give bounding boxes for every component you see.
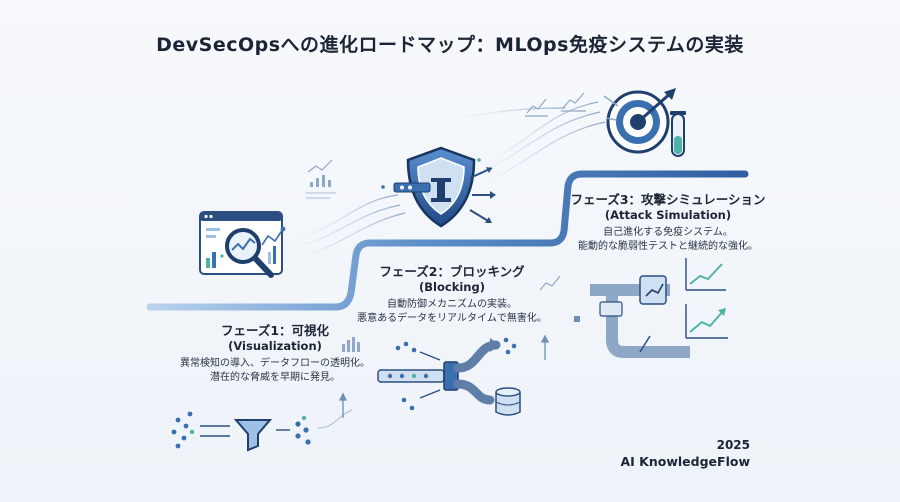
phase-3-desc-line-1: 自己進化する免疫システム。 xyxy=(603,227,733,238)
phase-2-block: フェーズ2：ブロッキング (Blocking) 自動防御メカニズムの実装。 悪意… xyxy=(352,264,552,326)
footer-year: 2025 xyxy=(716,438,750,452)
phase-1-title: フェーズ1：可視化 xyxy=(220,323,330,338)
phase-1-description: 異常検知の導入、データフローの透明化。 潜在的な脅威を早期に発見。 xyxy=(150,357,400,385)
phase-1-desc-line-2: 潜在的な脅威を早期に発見。 xyxy=(210,372,340,383)
phase-2-description: 自動防御メカニズムの実装。 悪意あるデータをリアルタイムで無害化。 xyxy=(352,298,552,326)
footer-brand: AI KnowledgeFlow xyxy=(620,454,751,469)
funnel-icon xyxy=(171,409,353,452)
phase-1-desc-line-1: 異常検知の導入、データフローの透明化。 xyxy=(180,358,370,369)
phase-2-desc-line-1: 自動防御メカニズムの実装。 xyxy=(387,299,517,310)
roadmap-staircase xyxy=(146,170,749,311)
phase-3-subtitle: (Attack Simulation) xyxy=(604,208,732,222)
test-tube-icon xyxy=(670,111,686,157)
phase-2-subtitle: (Blocking) xyxy=(419,280,485,294)
phase-2-title: フェーズ2：ブロッキング xyxy=(379,264,525,279)
page-title: DevSecOpsへの進化ロードマップ：MLOps免疫システムの実装 xyxy=(156,34,744,56)
up-arrow-icon xyxy=(338,334,550,418)
growth-chart-icon xyxy=(685,258,728,339)
phase-3-desc-line-2: 能動的な脆弱性テストと継続的な強化。 xyxy=(578,241,758,252)
small-chart-icon xyxy=(342,275,561,352)
pipeline-icon xyxy=(377,337,517,411)
bar-chart-icon xyxy=(306,159,336,199)
phase-3-block: フェーズ3：攻撃シミュレーション (Attack Simulation) 自己進… xyxy=(558,192,778,254)
phase-1-subtitle: (Visualization) xyxy=(228,339,322,353)
trend-chart-icon xyxy=(525,92,586,117)
flow-lines xyxy=(284,101,606,258)
magnifier-dashboard-icon xyxy=(199,211,286,278)
phase-3-description: 自己進化する免疫システム。 能動的な脆弱性テストと継続的な強化。 xyxy=(558,226,778,254)
phase-3-title: フェーズ3：攻撃シミュレーション xyxy=(570,192,766,207)
database-icon xyxy=(495,387,521,416)
pipe-network-icon xyxy=(574,275,690,358)
footer-credit: 2025 AI KnowledgeFlow xyxy=(621,437,751,471)
phase-1-block: フェーズ1：可視化 (Visualization) 異常検知の導入、データフロー… xyxy=(150,323,400,385)
phase-2-desc-line-2: 悪意あるデータをリアルタイムで無害化。 xyxy=(357,313,547,324)
shield-lock-icon xyxy=(381,146,496,228)
target-icon xyxy=(603,88,676,154)
